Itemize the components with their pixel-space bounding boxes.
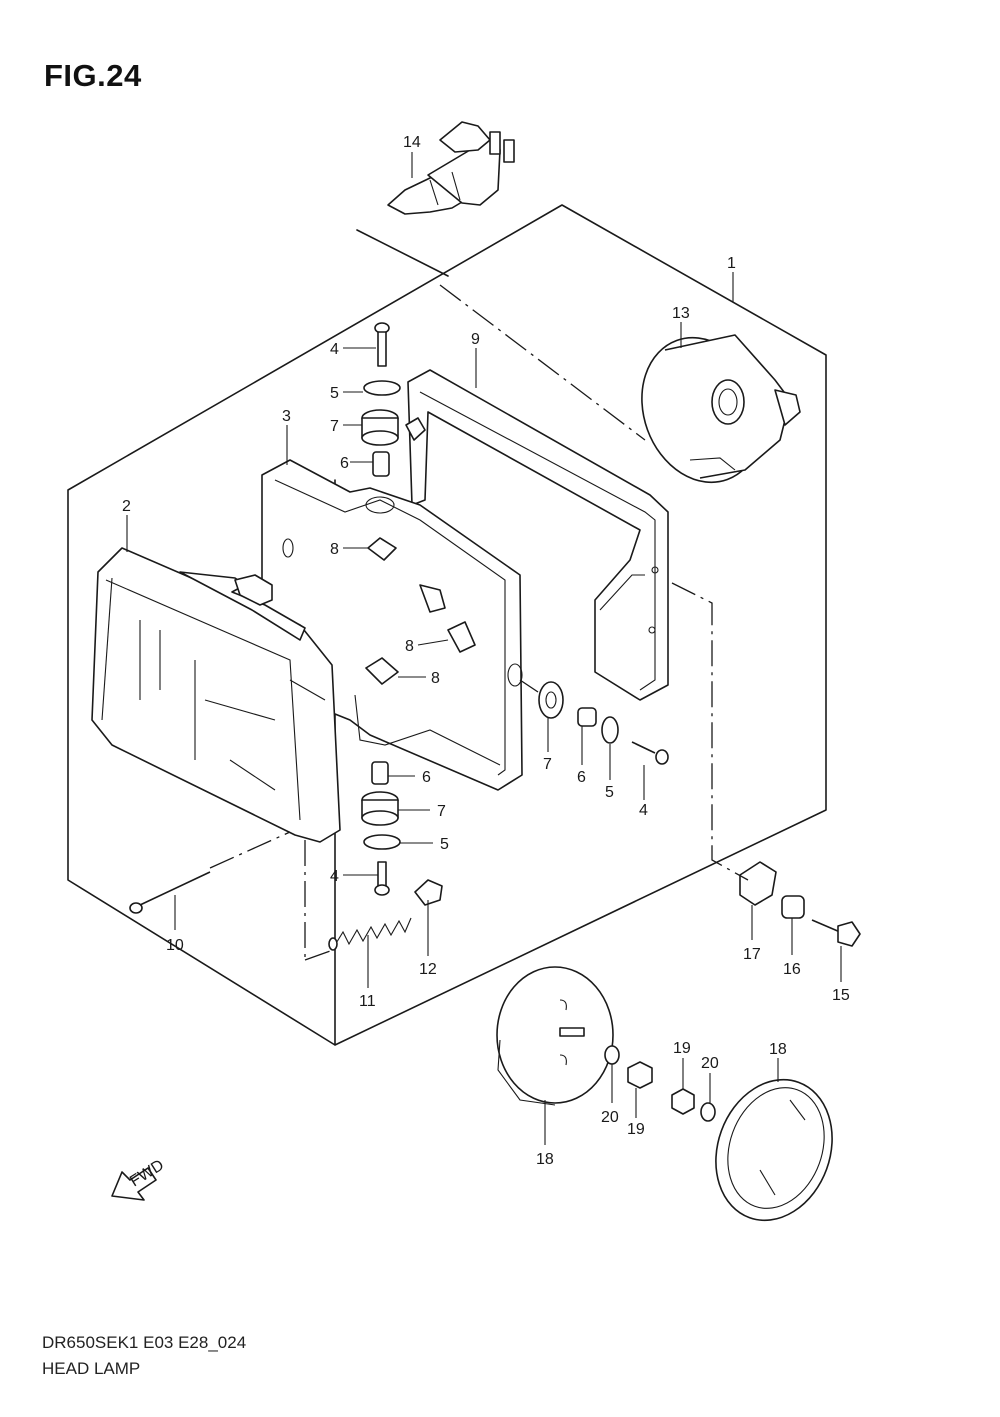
callout-5: 5 bbox=[605, 784, 614, 801]
callout-4: 4 bbox=[639, 802, 648, 819]
callout-7: 7 bbox=[543, 756, 552, 773]
callout-16: 16 bbox=[783, 961, 801, 978]
callout-8: 8 bbox=[405, 638, 414, 655]
callout-6: 6 bbox=[340, 455, 349, 472]
washers-nuts bbox=[604, 1045, 716, 1122]
headlamp-unit bbox=[91, 547, 341, 843]
mount-collar-bolt bbox=[739, 861, 861, 947]
callout-8: 8 bbox=[330, 541, 339, 558]
callout-6: 6 bbox=[422, 769, 431, 786]
callout-3: 3 bbox=[282, 408, 291, 425]
assembly-frame bbox=[67, 204, 827, 1046]
callout-20: 20 bbox=[701, 1055, 719, 1072]
callout-19: 19 bbox=[627, 1121, 645, 1138]
fwd-arrow: FWD bbox=[111, 1157, 167, 1201]
cover-right bbox=[715, 1078, 833, 1222]
socket-cover bbox=[641, 334, 801, 484]
callout-20: 20 bbox=[601, 1109, 619, 1126]
callout-17: 17 bbox=[743, 946, 761, 963]
callout-5: 5 bbox=[440, 836, 449, 853]
callout-10: 10 bbox=[166, 937, 184, 954]
bulb bbox=[387, 121, 515, 215]
callout-14: 14 bbox=[403, 134, 421, 151]
callout-9: 9 bbox=[471, 331, 480, 348]
callout-8: 8 bbox=[431, 670, 440, 687]
callout-18: 18 bbox=[536, 1151, 554, 1168]
side-fasteners bbox=[538, 681, 669, 765]
callout-2: 2 bbox=[122, 498, 131, 515]
top-fasteners bbox=[361, 322, 426, 477]
adjusting-screw bbox=[129, 871, 211, 914]
alignment-lines bbox=[209, 582, 749, 961]
figure-title: FIG.24 bbox=[44, 58, 142, 93]
callout-5: 5 bbox=[330, 385, 339, 402]
callout-6: 6 bbox=[577, 769, 586, 786]
part-name: HEAD LAMP bbox=[42, 1359, 141, 1378]
callout-4: 4 bbox=[330, 868, 339, 885]
callout-15: 15 bbox=[832, 987, 850, 1004]
callout-labels: 14 1 13 9 4 5 7 6 3 2 8 8 8 7 6 5 4 6 7 … bbox=[122, 134, 850, 1168]
callout-18: 18 bbox=[769, 1041, 787, 1058]
callout-7: 7 bbox=[330, 418, 339, 435]
model-code: DR650SEK1 E03 E28_024 bbox=[42, 1333, 247, 1352]
adjuster-clips bbox=[365, 537, 476, 685]
bottom-fasteners bbox=[361, 761, 401, 896]
housing-rim bbox=[407, 369, 669, 701]
callout-7: 7 bbox=[437, 803, 446, 820]
callout-leaders bbox=[126, 152, 842, 1145]
callout-11: 11 bbox=[359, 993, 376, 1010]
callout-1: 1 bbox=[727, 255, 736, 272]
cover-left bbox=[496, 966, 614, 1106]
callout-12: 12 bbox=[419, 961, 437, 978]
callout-19: 19 bbox=[673, 1040, 691, 1057]
callout-4: 4 bbox=[330, 341, 339, 358]
callout-13: 13 bbox=[672, 305, 690, 322]
adjuster-spring bbox=[328, 917, 412, 951]
adjuster-nut bbox=[414, 879, 443, 906]
